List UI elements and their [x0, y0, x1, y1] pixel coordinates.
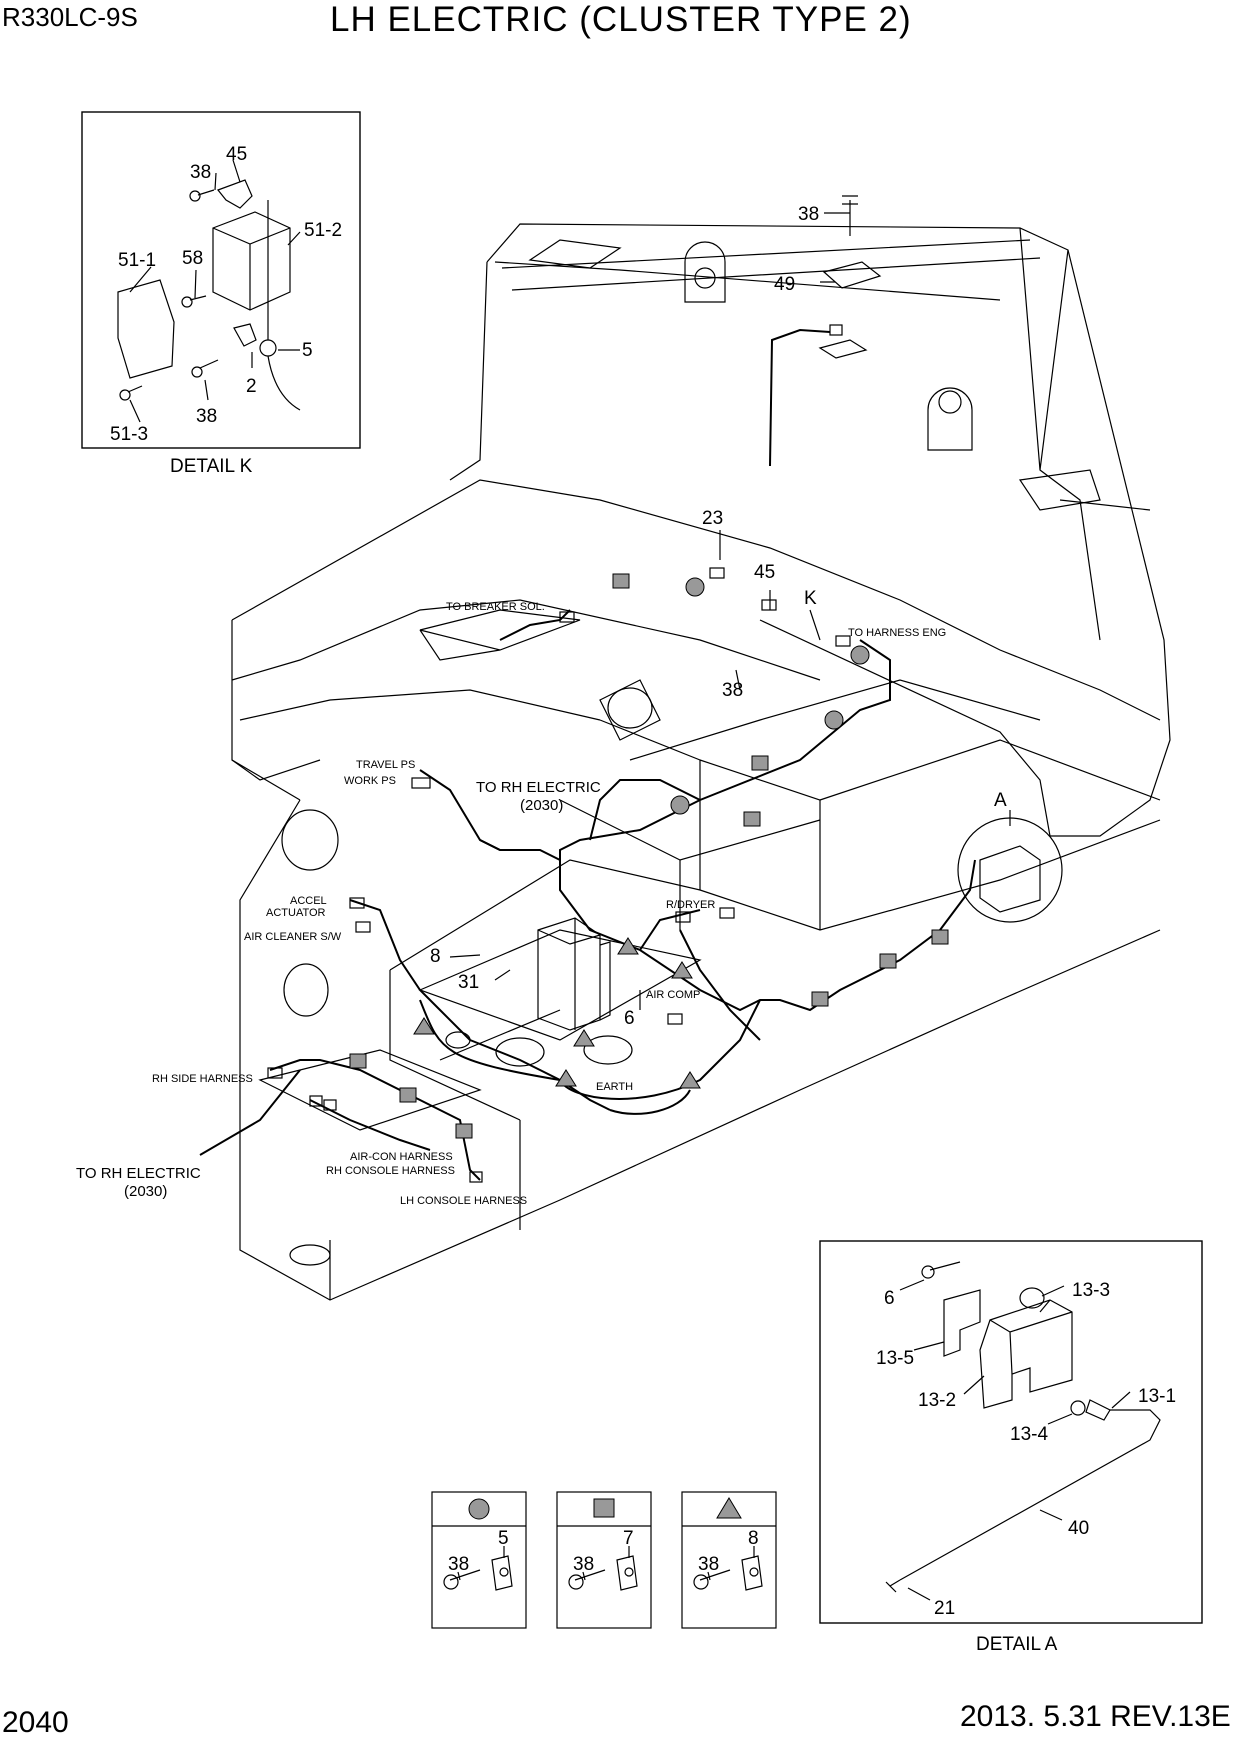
annotation: ACTUATOR: [266, 907, 326, 919]
annotation: RH SIDE HARNESS: [152, 1073, 253, 1085]
square-marker: [455, 1123, 473, 1139]
callout-number: 6: [624, 1008, 635, 1029]
callout-number: 23: [702, 508, 723, 529]
annotation: TRAVEL PS: [356, 759, 415, 771]
square-marker-icon: [593, 1498, 615, 1518]
annotation: TO BREAKER SOL.: [446, 601, 545, 613]
detail-a-label: 13-3: [1072, 1280, 1110, 1301]
triangle-marker: [671, 961, 693, 979]
cover-plate-49: [822, 261, 882, 289]
detail-k-label: 5: [302, 340, 313, 361]
triangle-marker: [679, 1071, 701, 1089]
annotation: RH CONSOLE HARNESS: [326, 1165, 455, 1177]
legend-label: 7: [623, 1528, 634, 1549]
square-marker: [399, 1087, 417, 1103]
detail-a-label: 6: [884, 1288, 895, 1309]
revision-info: 2013. 5.31 REV.13E: [960, 1700, 1231, 1733]
legend-label: 38: [573, 1554, 594, 1575]
harness-main: [559, 328, 976, 1012]
legend-box-square: [556, 1491, 652, 1629]
detail-k-cover: [117, 279, 175, 379]
cab-frame-outline: [486, 223, 1171, 837]
detail-a-label: 40: [1068, 1518, 1089, 1539]
detail-a-label: 13-4: [1010, 1424, 1048, 1445]
washer-tank: [979, 1299, 1073, 1409]
detail-k-label: 58: [182, 248, 203, 269]
detail-k-label: 51-2: [304, 220, 342, 241]
callout-number: 31: [458, 972, 479, 993]
detail-k-label: 38: [190, 162, 211, 183]
detail-k-label: 2: [246, 376, 257, 397]
legend-box-circle: [431, 1491, 527, 1629]
square-marker: [751, 755, 769, 771]
detail-k-label: 38: [196, 406, 217, 427]
detail-k-caption: DETAIL K: [170, 456, 253, 477]
annotation: TO RH ELECTRIC: [476, 779, 601, 796]
annotation: EARTH: [596, 1081, 633, 1093]
annotation: AIR CLEANER S/W: [244, 931, 342, 943]
detail-a-label: 13-1: [1138, 1386, 1176, 1407]
callout-number: 38: [722, 680, 743, 701]
triangle-marker: [555, 1069, 577, 1087]
triangle-marker: [573, 1029, 595, 1047]
lifting-lug-right: [927, 387, 973, 451]
annotation: TO RH ELECTRIC: [76, 1165, 201, 1182]
square-marker: [612, 573, 630, 589]
circle-marker: [670, 795, 690, 815]
detail-k-label: 45: [226, 144, 247, 165]
annotation: ACCEL: [290, 895, 327, 907]
page-title: LH ELECTRIC (CLUSTER TYPE 2): [330, 0, 912, 39]
legend-label: 38: [698, 1554, 719, 1575]
detail-k-label: 51-3: [110, 424, 148, 445]
legend-label: 5: [498, 1528, 509, 1549]
detail-a-caption: DETAIL A: [976, 1634, 1058, 1655]
detail-a-label: 21: [934, 1598, 955, 1619]
legend-label: 8: [748, 1528, 759, 1549]
triangle-marker: [617, 937, 639, 955]
annotation: R/DRYER: [666, 899, 715, 911]
callout-letter: A: [994, 790, 1007, 811]
circle-marker: [850, 645, 870, 665]
callout-letter: K: [804, 588, 817, 609]
triangle-marker: [413, 1017, 435, 1035]
legend-label: 38: [448, 1554, 469, 1575]
annotation: AIR COMP: [646, 989, 700, 1001]
circle-marker: [824, 710, 844, 730]
callout-number: 8: [430, 946, 441, 967]
detail-k-housing: [212, 211, 291, 311]
square-marker: [879, 953, 897, 969]
circle-marker-icon: [468, 1498, 490, 1520]
callout-number: 45: [754, 562, 775, 583]
lifting-lug-left: [684, 241, 726, 303]
annotation: (2030): [520, 797, 563, 814]
square-marker: [743, 811, 761, 827]
tank-bracket: [943, 1289, 981, 1357]
detail-a-label: 13-2: [918, 1390, 956, 1411]
annotation: LH CONSOLE HARNESS: [400, 1195, 527, 1207]
annotation: AIR-CON HARNESS: [350, 1151, 453, 1163]
square-marker: [811, 991, 829, 1007]
legend-box-triangle: [681, 1491, 777, 1629]
annotation: (2030): [124, 1183, 167, 1200]
triangle-marker-icon: [716, 1497, 742, 1519]
callout-number: 38: [798, 204, 819, 225]
callout-number: 49: [774, 274, 795, 295]
detail-k-label: 51-1: [118, 250, 156, 271]
page-number: 2040: [2, 1706, 69, 1739]
model-code: R330LC-9S: [2, 2, 138, 32]
square-marker: [931, 929, 949, 945]
circle-marker: [685, 577, 705, 597]
detail-a-frame: [819, 1240, 1203, 1624]
detail-k-frame: [81, 111, 361, 449]
annotation: WORK PS: [344, 775, 396, 787]
chassis-outline: [231, 479, 1161, 721]
square-marker: [349, 1053, 367, 1069]
annotation: TO HARNESS ENG: [848, 627, 946, 639]
detail-a-label: 13-5: [876, 1348, 914, 1369]
